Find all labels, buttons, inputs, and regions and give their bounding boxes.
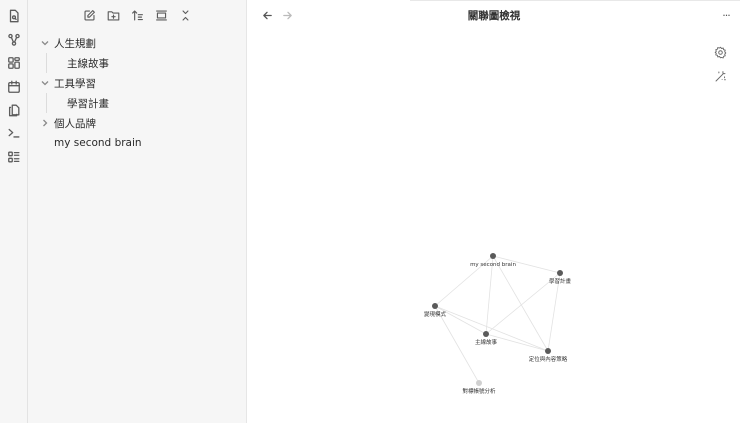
graph-node-dot[interactable] [557,270,563,276]
outline-button[interactable] [4,147,24,167]
sort-icon [131,9,143,21]
graph-view-button[interactable] [4,30,24,50]
tree-item-label: 主線故事 [67,57,109,70]
file-explorer-actions [28,6,246,26]
graph-icon [8,33,20,46]
auto-reveal-button[interactable] [153,6,169,24]
graph-node[interactable]: 對標帳號分析 [462,380,496,395]
new-note-button[interactable] [81,6,97,24]
arrow-right-icon [282,11,292,19]
chevron-down-icon [41,39,49,47]
tree-item-label: my second brain [54,137,142,149]
terminal-icon [8,128,20,138]
graph-node-label: 定位與內容策略 [529,355,568,363]
calendar-icon [8,80,20,93]
graph-edge [492,255,549,352]
folder-tool-learning[interactable]: 工具學習 [28,73,246,93]
graph-node[interactable]: 定位與內容策略 [529,348,568,363]
edit-icon [83,9,95,21]
graph-node[interactable]: my second brain [470,253,516,268]
folder-personal-brand[interactable]: 個人品牌 [28,113,246,133]
sort-button[interactable] [129,6,145,24]
animate-button[interactable] [712,68,728,84]
graph-node-dot[interactable] [490,253,496,259]
view-title: 關聯圖檢視 [467,10,521,22]
collapse-icon [181,9,189,21]
copy-icon [8,104,20,117]
command-palette-button[interactable] [4,123,24,143]
graph-edge [485,255,494,335]
graph-edge [434,305,487,335]
graph-node[interactable]: 主線故事 [475,331,498,346]
tree-item-label: 工具學習 [54,77,96,90]
tab-strip [248,0,740,1]
file-search-icon [9,9,19,23]
graph-edge [492,255,561,274]
folder-life-planning[interactable]: 人生規劃 [28,33,246,53]
view-header: 關聯圖檢視 ··· [248,4,740,26]
gear-icon [714,46,726,58]
reveal-icon [155,9,167,21]
file-main-story[interactable]: 主線故事 [28,53,246,73]
graph-node-dot[interactable] [476,380,482,386]
daily-note-button[interactable] [4,77,24,97]
tree-item-label: 個人品牌 [54,117,96,130]
graph-edge [547,272,561,352]
indent-guide [46,53,47,73]
arrow-left-icon [262,11,272,19]
graph-edge [434,255,494,307]
new-folder-button[interactable] [105,6,121,24]
templates-button[interactable] [4,100,24,120]
graph-edge [485,333,549,352]
file-explorer: 人生規劃 主線故事 工具學習 學習計畫 個人品牌 my second brain [28,0,247,423]
magic-wand-icon [715,70,726,81]
tree-item-label: 人生規劃 [54,37,96,50]
forward-button[interactable] [279,7,295,23]
graph-edge [485,272,561,335]
graph-edge [434,305,549,352]
graph-view-pane: my second brain 學習計畫變現模式主線故事定位與內容策略對標帳號分析… [248,0,740,423]
list-icon [8,151,20,163]
graph-node-dot[interactable] [545,348,551,354]
canvas-button[interactable] [4,53,24,73]
graph-node[interactable]: 變現模式 [424,303,447,318]
file-my-second-brain[interactable]: my second brain [28,133,246,153]
file-tree: 人生規劃 主線故事 工具學習 學習計畫 個人品牌 my second brain [28,33,246,153]
graph-node-label: my second brain [470,262,516,268]
tree-item-label: 學習計畫 [67,97,109,110]
quick-switcher-button[interactable] [4,6,24,26]
graph-settings-button[interactable] [712,44,728,60]
layout-grid-icon [8,57,20,69]
graph-node-label: 主線故事 [475,338,498,346]
collapse-all-button[interactable] [177,6,193,24]
ribbon [0,0,28,423]
chevron-right-icon [41,119,49,127]
graph-node[interactable]: 學習計畫 [549,270,572,285]
graph-node-label: 學習計畫 [549,277,572,285]
graph-node-dot[interactable] [432,303,438,309]
more-options-button[interactable]: ··· [722,8,731,22]
graph-node-label: 變現模式 [424,310,447,318]
graph-node-dot[interactable] [483,331,489,337]
file-learning-plan[interactable]: 學習計畫 [28,93,246,113]
chevron-down-icon [41,79,49,87]
back-button[interactable] [259,7,275,23]
graph-node-label: 對標帳號分析 [462,387,496,395]
folder-plus-icon [107,10,119,21]
graph-edge [434,305,480,384]
indent-guide [46,93,47,113]
